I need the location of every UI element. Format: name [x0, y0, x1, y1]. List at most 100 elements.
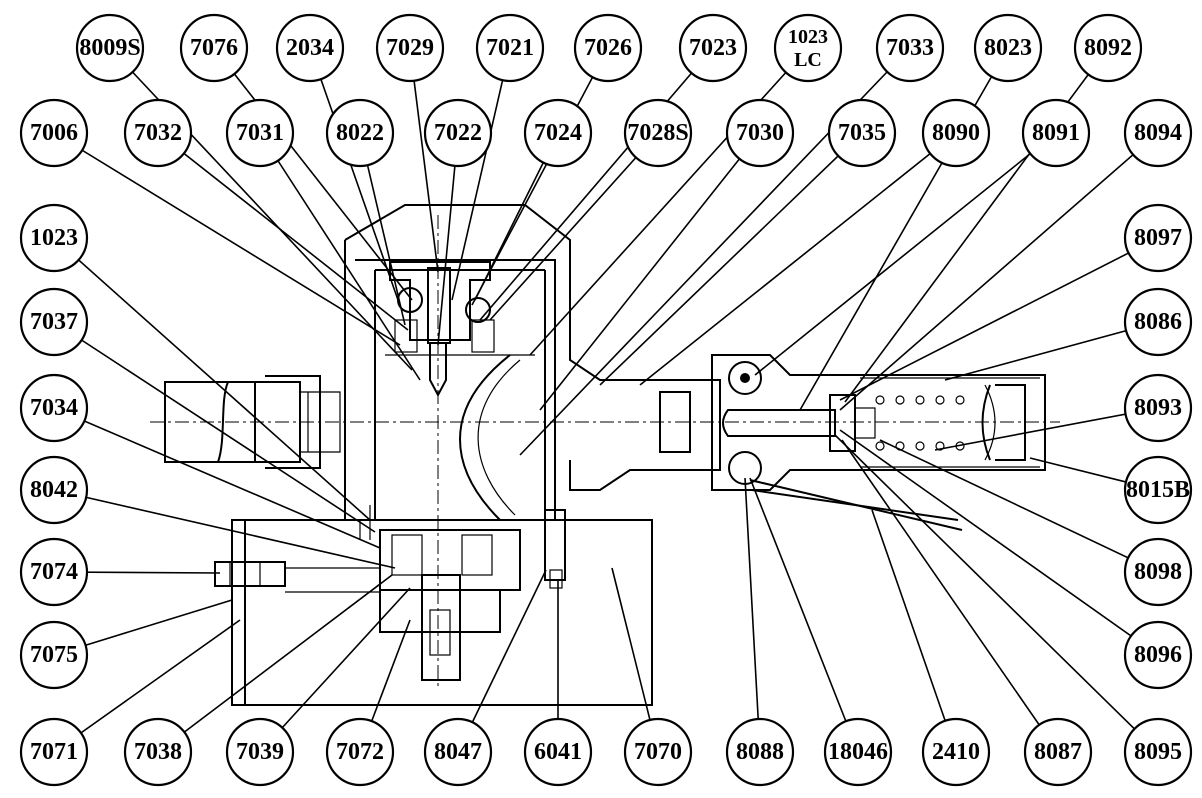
part-number: 8095	[1134, 739, 1182, 765]
part-number: 6041	[534, 739, 582, 765]
callout-circle	[19, 287, 89, 357]
leader-line	[844, 47, 1109, 403]
part-number: 7033	[886, 35, 934, 61]
callout-circle	[19, 98, 89, 168]
callout-circle	[423, 98, 493, 168]
part-callout: 8047	[423, 717, 493, 787]
part-number: 7029	[386, 35, 434, 61]
part-callout: 7006	[19, 98, 89, 168]
part-number: 7072	[336, 739, 384, 765]
callout-circle	[725, 717, 795, 787]
part-number: 7021	[486, 35, 534, 61]
callout-circle	[875, 13, 945, 83]
part-callout: 7071	[19, 717, 89, 787]
part-callout: 8088	[725, 717, 795, 787]
part-callout: 8015B	[1123, 455, 1193, 525]
callout-circle	[623, 98, 693, 168]
callout-circle	[823, 717, 893, 787]
part-callout: 2034	[275, 13, 345, 83]
part-callout: 7029	[375, 13, 445, 83]
part-callout: 7070	[623, 717, 693, 787]
leader-line	[871, 509, 957, 753]
part-callout: 8009S	[75, 13, 145, 83]
leader-line	[799, 47, 1009, 411]
leader-line	[749, 477, 859, 753]
callout-circle	[19, 455, 89, 525]
callout-circle	[1073, 13, 1143, 83]
callout-circle	[1123, 373, 1193, 443]
callout-circle	[19, 717, 89, 787]
callout-circle	[1123, 455, 1193, 525]
callout-circle	[1023, 717, 1093, 787]
callout-circle	[973, 13, 1043, 83]
leader-line	[944, 321, 1159, 381]
part-callout: 7026	[573, 13, 643, 83]
part-number: 7024	[534, 120, 582, 146]
callout-circle	[623, 717, 693, 787]
callout-circle	[475, 13, 545, 83]
callout-circle	[1123, 203, 1193, 273]
part-callout: 2410	[921, 717, 991, 787]
leader-line	[934, 407, 1159, 451]
part-callout: 7035	[827, 98, 897, 168]
part-number: 7076	[190, 35, 238, 61]
part-number: 7071	[30, 739, 78, 765]
part-callout: 7074	[19, 537, 89, 607]
part-callout: 8023	[973, 13, 1043, 83]
callout-circle	[725, 98, 795, 168]
part-number: 7022	[434, 120, 482, 146]
leader-line	[744, 477, 761, 753]
part-callout: 7039	[225, 717, 295, 787]
outlet-assembly	[630, 354, 1046, 531]
leader-line	[529, 47, 809, 356]
part-number: 8090	[932, 120, 980, 146]
part-callout: 7076	[179, 13, 249, 83]
part-callout: 7038	[123, 717, 193, 787]
part-number: 8009S	[79, 35, 140, 61]
part-number: 7031	[236, 120, 284, 146]
callout-circle	[1123, 287, 1193, 357]
part-callout: 8022	[325, 98, 395, 168]
callout-circle	[423, 717, 493, 787]
callout-circle	[19, 620, 89, 690]
part-number: 8015B	[1126, 477, 1190, 503]
callout-circle	[678, 13, 748, 83]
callout-circle	[773, 13, 843, 83]
part-callout: 8095	[1123, 717, 1193, 787]
part-number: 7035	[838, 120, 886, 146]
leader-line	[539, 132, 761, 411]
part-number: 7032	[134, 120, 182, 146]
callout-circle	[1123, 98, 1193, 168]
callout-circle	[921, 717, 991, 787]
part-number: 7074	[30, 559, 78, 585]
part-number: 7028S	[627, 120, 688, 146]
part-callout: 8090	[921, 98, 991, 168]
leader-line	[53, 489, 396, 569]
leader-line	[834, 434, 1159, 753]
part-callout: 8092	[1073, 13, 1143, 83]
part-number: 8098	[1134, 559, 1182, 585]
part-callout: 7023	[678, 13, 748, 83]
leader-line	[53, 321, 376, 533]
part-callout: 8086	[1123, 287, 1193, 357]
part-number: 7023	[689, 35, 737, 61]
part-number: 1023	[788, 26, 828, 48]
leader-line	[157, 574, 393, 753]
part-number: 7034	[30, 395, 78, 421]
callout-circle	[19, 203, 89, 273]
part-number: 7075	[30, 642, 78, 668]
leader-line	[213, 47, 413, 301]
part-callout: 7032	[123, 98, 193, 168]
part-number: 8047	[434, 739, 482, 765]
part-number: 8086	[1134, 309, 1182, 335]
part-number: 7006	[30, 120, 78, 146]
leader-line	[259, 587, 411, 753]
part-number: 7037	[30, 309, 78, 335]
leader-line	[437, 132, 459, 346]
callout-circle	[523, 717, 593, 787]
leader-line	[879, 439, 1159, 573]
leader-line	[839, 237, 1159, 401]
part-callout: 6041	[523, 717, 593, 787]
callout-circle	[325, 98, 395, 168]
leader-line	[309, 47, 399, 301]
